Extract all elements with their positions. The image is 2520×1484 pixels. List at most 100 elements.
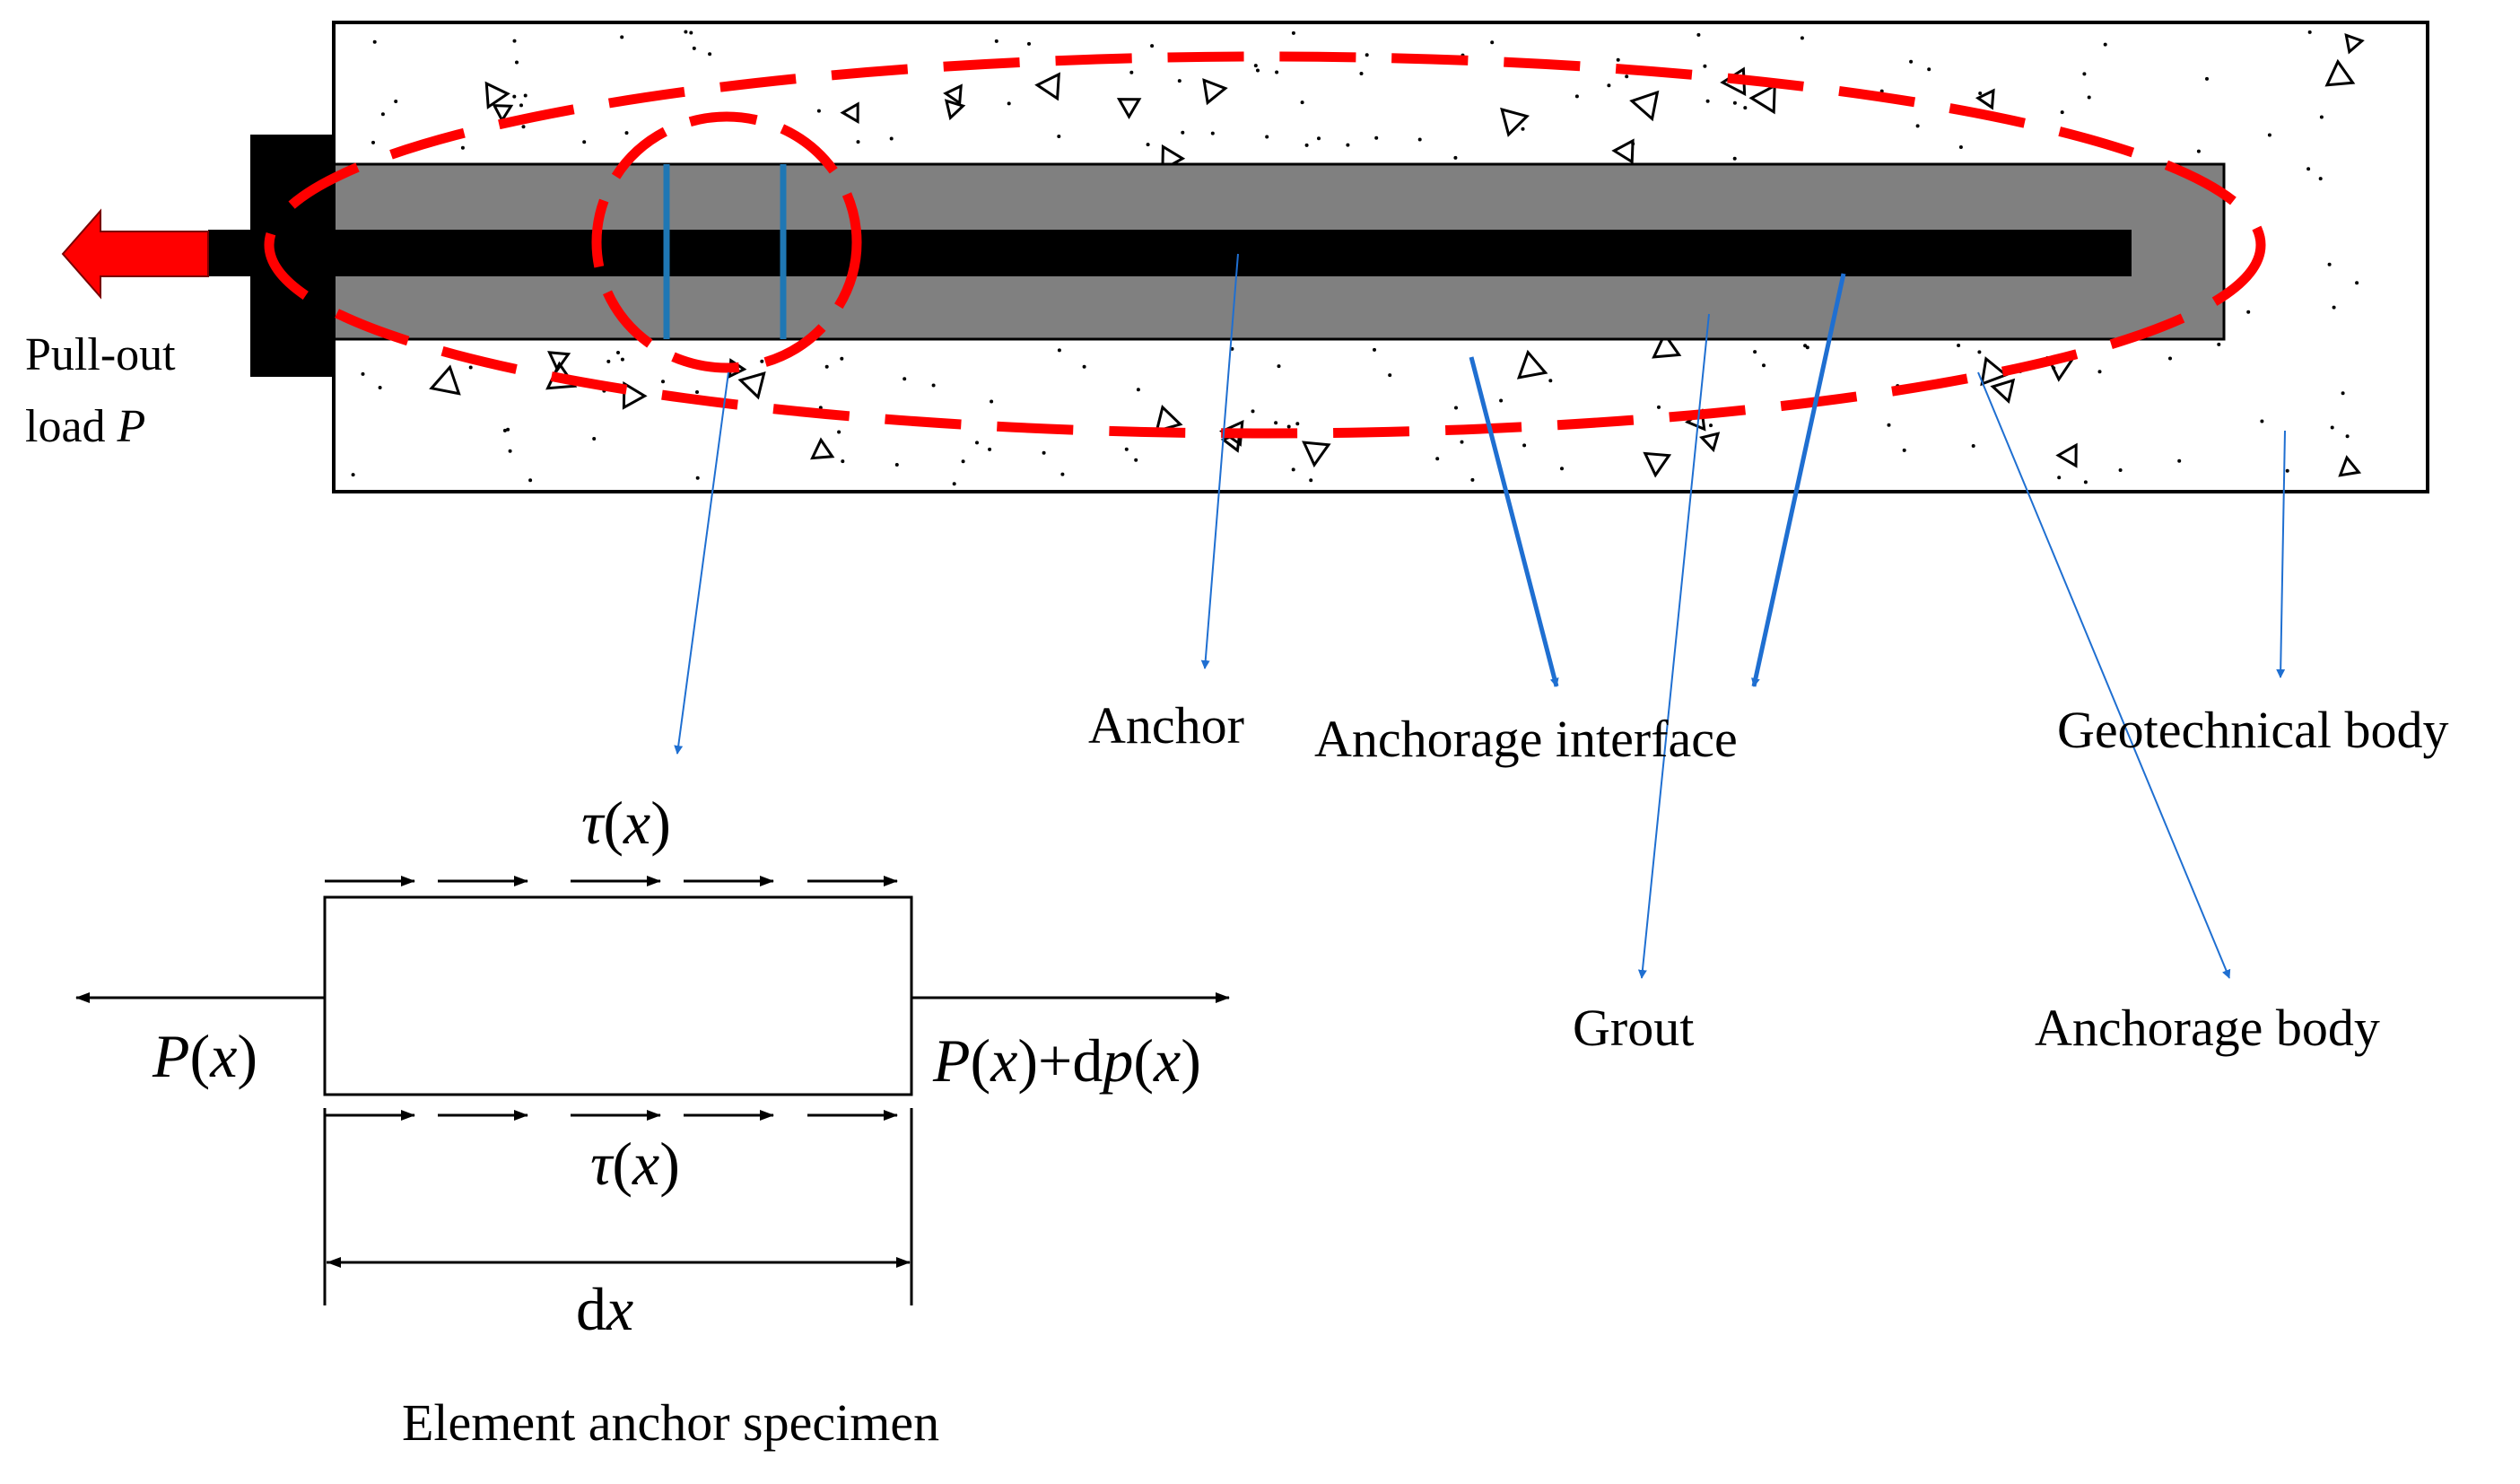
soil-dot	[1274, 421, 1278, 425]
pull-out-label-line2: load P	[25, 401, 145, 452]
soil-aggregate	[1980, 356, 2009, 387]
soil-dot	[2103, 42, 2107, 47]
soil-aggregate	[810, 437, 835, 460]
soil-dot	[1435, 457, 1440, 461]
p-x-plus-dp-label: P(x)+dp(x)	[932, 1026, 1201, 1095]
soil-dot	[1971, 444, 1975, 448]
leader-grout	[1637, 313, 1710, 979]
soil-dot	[1800, 36, 1804, 40]
soil-dot	[1129, 70, 1134, 74]
anchor-bar	[208, 230, 2132, 276]
leader-geotechnical-body	[2276, 430, 2286, 678]
soil-dot	[902, 377, 907, 381]
soil-aggregate	[1202, 78, 1228, 106]
soil-dot	[1732, 156, 1737, 161]
soil-dot	[616, 351, 620, 354]
soil-dot	[512, 39, 517, 43]
soil-dot	[1958, 145, 1963, 149]
soil-dot	[684, 30, 688, 34]
leader-anchor	[1200, 253, 1239, 669]
soil-dot	[841, 459, 845, 464]
soil-dot	[1177, 79, 1182, 83]
soil-dot	[961, 459, 965, 464]
soil-dot	[2196, 149, 2201, 153]
soil-dot	[1705, 99, 1710, 103]
soil-dot	[380, 112, 385, 117]
soil-dot	[840, 356, 844, 361]
soil-dot	[2267, 133, 2271, 137]
soil-dot	[1309, 478, 1313, 483]
soil-dot	[1295, 422, 1300, 426]
soil-dot	[1657, 405, 1661, 409]
soil-dot	[2082, 72, 2087, 76]
soil-dot	[1460, 440, 1464, 444]
soil-dot	[1373, 347, 1376, 352]
soil-aggregate	[1699, 432, 1721, 453]
soil-dot	[2330, 425, 2334, 430]
soil-dot	[689, 31, 693, 35]
soil-dot	[1210, 131, 1215, 135]
soil-dot	[1150, 44, 1155, 48]
soil-dot	[889, 136, 894, 141]
soil-dot	[1286, 424, 1291, 429]
soil-dot	[606, 359, 611, 363]
soil-dot	[1253, 64, 1258, 68]
soil-dot	[1616, 57, 1620, 62]
soil-aggregate	[737, 371, 766, 400]
soil-dot	[1374, 135, 1379, 140]
soil-dot	[1696, 32, 1701, 37]
soil-dot	[372, 39, 377, 44]
soil-dot	[1909, 59, 1914, 64]
soil-dot	[894, 463, 899, 467]
soil-dot	[2083, 480, 2088, 484]
soil-dot	[2319, 115, 2324, 119]
soil-dot	[2306, 167, 2311, 171]
soil-dot	[1574, 94, 1579, 99]
soil-dot	[708, 52, 712, 57]
p-x-label: P(x)	[152, 1022, 257, 1090]
soil-dot	[2060, 110, 2064, 115]
soil-dot	[1346, 143, 1350, 147]
soil-dot	[661, 380, 665, 384]
soil-aggregate	[2338, 455, 2362, 477]
soil-dot	[837, 430, 841, 434]
soil-dot	[1057, 348, 1061, 353]
soil-dot	[1304, 143, 1309, 147]
soil-dot	[1453, 155, 1458, 160]
soil-dot	[1359, 72, 1364, 75]
soil-dot	[1887, 423, 1891, 427]
soil-dot	[990, 399, 994, 404]
soil-dot	[1470, 477, 1475, 482]
soil-dot	[519, 103, 523, 108]
soil-dot	[1927, 67, 1931, 72]
soil-dot	[521, 125, 526, 129]
soil-dot	[1291, 467, 1295, 472]
soil-dot	[2355, 281, 2359, 285]
soil-aggregate	[2324, 58, 2356, 87]
geotechnical-body-label: Geotechnical body	[2057, 701, 2448, 759]
soil-dot	[1181, 130, 1185, 135]
soil-dot	[760, 359, 764, 363]
soil-dot	[1300, 100, 1304, 105]
soil-aggregate	[1652, 331, 1682, 359]
soil-dot	[1417, 137, 1422, 142]
soil-dot	[1388, 373, 1392, 378]
soil-dot	[1957, 344, 1961, 347]
soil-dot	[1803, 344, 1808, 348]
soil-dot	[1291, 31, 1295, 35]
soil-aggregate	[547, 351, 571, 372]
soil-dot	[361, 371, 365, 376]
soil-dot	[1709, 423, 1713, 428]
tau-bottom-label: τ(x)	[590, 1130, 680, 1198]
soil-dot	[624, 131, 629, 135]
soil-dot	[378, 386, 382, 389]
soil-dot	[2345, 434, 2350, 439]
soil-dot	[2217, 342, 2221, 346]
element-caption: Element anchor specimen	[402, 1393, 939, 1452]
soil-dot	[620, 35, 624, 39]
soil-dot	[931, 383, 936, 388]
soil-dot	[515, 60, 519, 65]
leader-anchorage-body	[1977, 371, 2231, 979]
pull-out-load-arrow	[61, 208, 209, 300]
